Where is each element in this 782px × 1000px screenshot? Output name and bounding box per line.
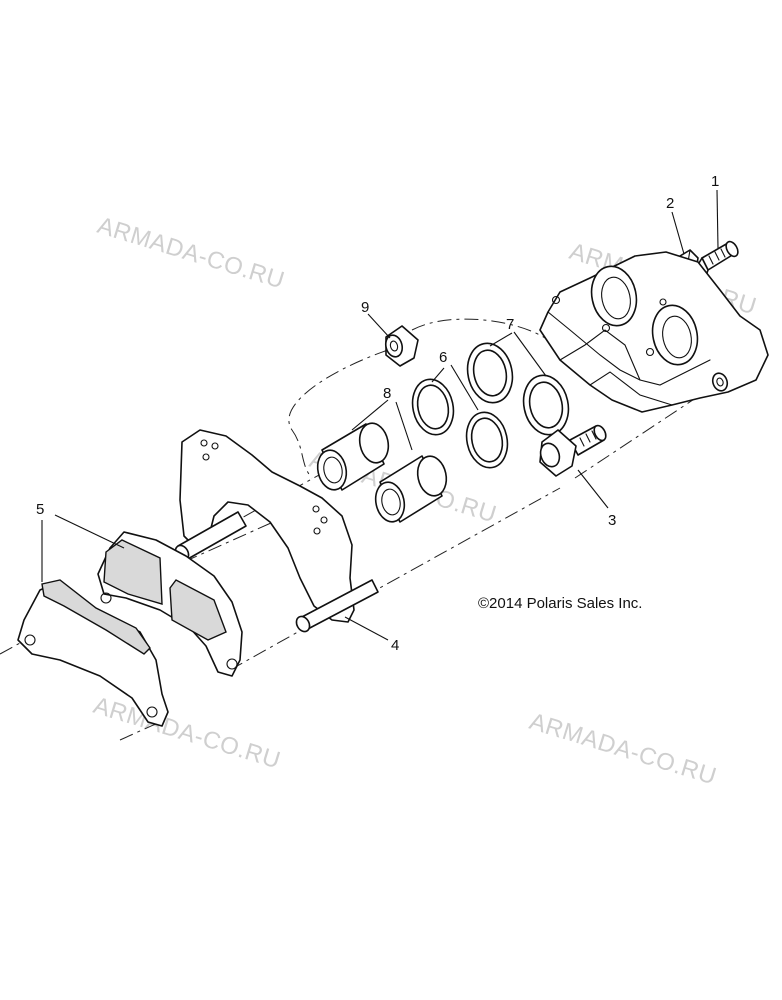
callout-1: 1 xyxy=(711,173,719,190)
slide-pin-bolt xyxy=(539,424,607,477)
callout-5: 5 xyxy=(36,501,44,518)
pistons xyxy=(316,422,448,523)
dust-seals xyxy=(411,378,509,469)
leader-lines xyxy=(41,189,719,641)
bushing xyxy=(384,325,419,367)
callout-6: 6 xyxy=(439,349,447,366)
copyright-notice: ©2014 Polaris Sales Inc. xyxy=(478,595,642,612)
caliper-body xyxy=(539,251,769,413)
callout-9: 9 xyxy=(361,299,369,316)
callout-2: 2 xyxy=(666,195,674,212)
callout-numbers: 1 2 3 4 5 6 7 8 9 xyxy=(36,173,719,654)
watermark: ARMADA-CO.RU xyxy=(526,708,719,791)
callout-3: 3 xyxy=(608,512,616,529)
callout-4: 4 xyxy=(391,637,399,654)
piston-seals xyxy=(466,342,570,436)
callout-8: 8 xyxy=(383,385,391,402)
watermark: ARMADA-CO.RU xyxy=(94,212,287,295)
watermark: ARMADA-CO.RU xyxy=(90,692,283,775)
caliper-bracket xyxy=(174,429,379,633)
brake-pads xyxy=(17,531,243,727)
callout-7: 7 xyxy=(506,316,514,333)
